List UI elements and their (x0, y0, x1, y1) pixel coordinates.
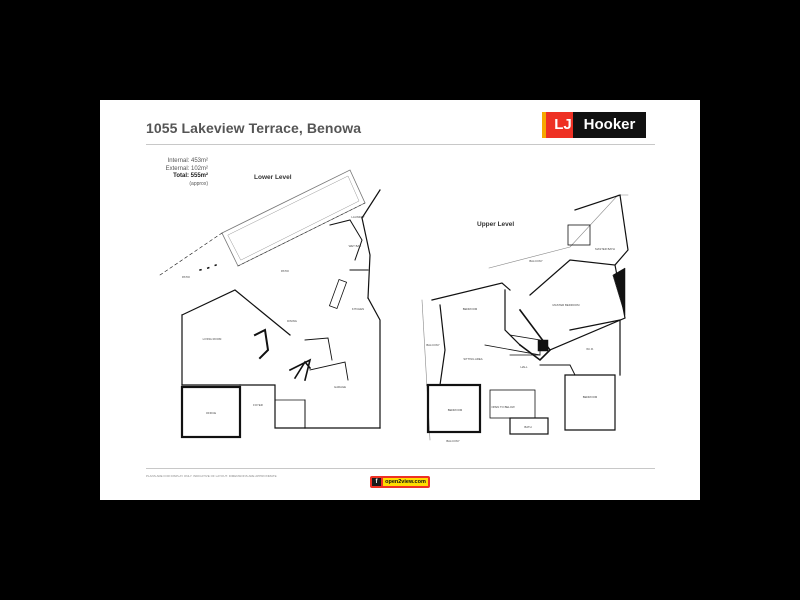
total-area: Total: 555m² (173, 173, 208, 179)
room-label: W.I.R. (586, 347, 594, 351)
lift-shaft (537, 339, 549, 352)
open2view-mark: f (372, 478, 381, 486)
room-label: WET BAR (349, 244, 362, 248)
bath-tub (567, 224, 591, 246)
room-label: OPEN TO BELOW (491, 405, 515, 409)
office-walls (180, 385, 242, 439)
patio-edge (159, 232, 223, 276)
external-area: External: 102m² (165, 165, 208, 172)
approx-note: (approx) (189, 180, 208, 187)
logo-mark: LJ (553, 112, 573, 138)
room-label: PATIO (182, 275, 191, 279)
room-label: BATH (524, 425, 531, 429)
laundry-wall (361, 189, 381, 219)
bedroom-east-wall (504, 289, 521, 346)
floorplan-sheet: 1055 Lakeview Terrace, Benowa LJ Hooker … (100, 100, 700, 500)
master-robe-fill (612, 267, 626, 316)
footer-divider (146, 468, 655, 469)
room-label: SITTING AREA (463, 357, 482, 361)
stair-walls (288, 358, 312, 381)
patio-posts (199, 264, 217, 271)
ensuite-walls (509, 334, 541, 356)
lj-hooker-logo: LJ Hooker (542, 112, 646, 138)
room-label: MASTER BEDROOM (553, 303, 581, 307)
open2view-link[interactable]: open2view.com (383, 478, 428, 486)
room-label: BEDROOM (583, 395, 598, 399)
lower-level-label: Lower Level (254, 174, 292, 181)
pool-inner (227, 175, 360, 261)
lower-level-plan (159, 169, 381, 439)
logo-red-band (546, 112, 553, 138)
garage-east-wall (367, 297, 381, 429)
room-label: OFFICE (206, 411, 216, 415)
room-label: DINING (287, 319, 297, 323)
hall-wall-east (539, 364, 576, 376)
page-title: 1055 Lakeview Terrace, Benowa (146, 120, 362, 136)
internal-area: Internal: 453m² (167, 158, 208, 164)
feature-wall (253, 328, 270, 360)
foyer-walls (239, 384, 306, 429)
room-labels: PATIO PATIO LAUNDRY WET BAR KITCHEN DINI… (182, 215, 615, 443)
open2view-badge[interactable]: f open2view.com (370, 476, 430, 488)
pool-deck-edge (237, 202, 366, 267)
master-wall-diag (518, 308, 552, 362)
room-label: BEDROOM (448, 408, 463, 412)
upper-level-label: Upper Level (477, 221, 515, 228)
hall-wall-north (484, 344, 541, 356)
room-label: GARAGE (334, 385, 346, 389)
floor-plan-drawing: PATIO PATIO LAUNDRY WET BAR KITCHEN DINI… (159, 169, 629, 443)
open-to-below-void (489, 389, 536, 419)
logo-orange-band (542, 112, 547, 138)
powder-room-walls (304, 337, 333, 361)
room-label: LAUNDRY (351, 215, 364, 219)
bedroom2-north-wall (426, 384, 481, 401)
room-label: KITCHEN (352, 307, 364, 311)
wet-bar-walls (329, 219, 363, 261)
room-label: FOYER (253, 403, 263, 407)
disclaimer-text: PLANS ARE FOR DISPLAY ONLY. INDICATIVE O… (146, 474, 277, 478)
pantry-walls (309, 361, 349, 381)
bedroom2-walls (426, 383, 482, 434)
upper-level-plan (421, 194, 629, 441)
bedroom-north-wall (431, 282, 511, 301)
room-label: BALCONY (426, 343, 440, 347)
room-label: BALCONY (529, 259, 543, 263)
master-bath-walls (574, 194, 629, 266)
area-summary: Internal: 453m² External: 102m² Total: 5… (148, 158, 208, 188)
room-label: MASTER BATH (595, 247, 615, 251)
room-label: PATIO (281, 269, 290, 273)
room-label: LIVING ROOM (203, 337, 222, 341)
kitchen-island (328, 278, 348, 310)
wir-walls (569, 319, 621, 376)
entry-wall (293, 360, 312, 380)
logo-wordmark: Hooker (573, 112, 646, 138)
balcony-edge (488, 194, 629, 269)
living-wall-north (181, 289, 291, 336)
header-divider (146, 144, 655, 145)
room-label: BEDROOM (463, 307, 478, 311)
room-label: BALCONY (446, 439, 460, 443)
pool-outline (221, 169, 366, 267)
kitchen-east-wall (361, 217, 371, 299)
bedroom3-walls (564, 374, 616, 431)
room-label: HALL (521, 365, 528, 369)
bath-walls (509, 417, 549, 435)
